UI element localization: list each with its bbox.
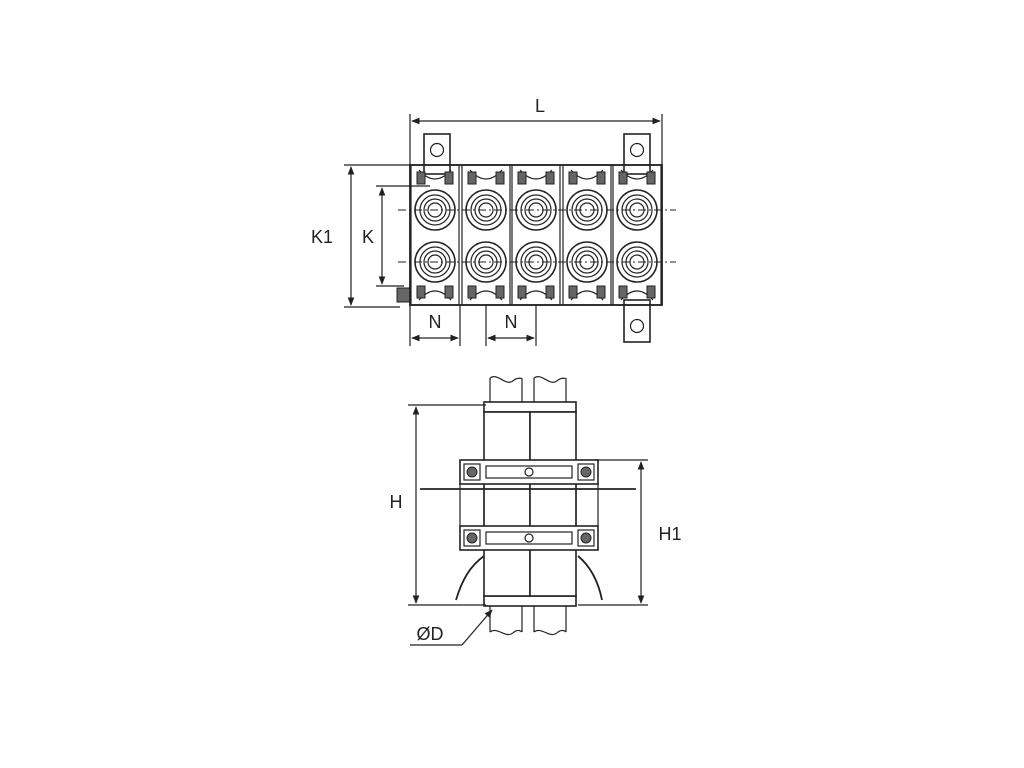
- label-K: K: [362, 227, 374, 247]
- label-L: L: [535, 96, 545, 116]
- support-leg-left: [455, 555, 485, 601]
- pipe-body-left: [483, 411, 531, 597]
- dimension-K1: K1: [311, 164, 410, 308]
- clamp-plate-lower: [459, 525, 599, 551]
- dimension-N-middle: N: [485, 305, 537, 346]
- clamp-side-right: [575, 484, 599, 526]
- mounting-tab-top-right: [623, 133, 651, 175]
- clamp-module-1: [410, 164, 460, 306]
- clamp-plate-upper: [459, 459, 599, 485]
- dimension-H: H: [390, 404, 486, 606]
- dimension-L: L: [409, 96, 663, 165]
- pipe-collar-bottom: [483, 595, 577, 607]
- bolt-upper-right: [577, 463, 595, 481]
- label-diameter-D: ØD: [417, 624, 444, 644]
- clamp-side-left: [459, 484, 485, 526]
- pipe-stub-bottom-right: [533, 606, 567, 636]
- support-leg-right: [577, 555, 603, 601]
- bolt-lower-left: [463, 529, 481, 547]
- label-N-middle: N: [505, 312, 518, 332]
- bolt-head-left: [396, 287, 412, 303]
- pipe-stub-top-right: [533, 376, 567, 402]
- clamp-module-2: [461, 164, 511, 306]
- label-N-left: N: [429, 312, 442, 332]
- dimension-N-left: N: [409, 305, 461, 346]
- dimension-H1: H1: [578, 459, 682, 606]
- clamp-module-3: [511, 164, 561, 306]
- side-view: [420, 376, 636, 636]
- pipe-stub-bottom-left: [489, 606, 523, 636]
- label-H1: H1: [658, 524, 681, 544]
- label-H: H: [390, 492, 403, 512]
- clamp-body-outline: [409, 164, 663, 306]
- pipe-stub-top-left: [489, 376, 523, 402]
- dimension-K: K: [362, 185, 430, 287]
- dimension-diameter-D: ØD: [410, 609, 493, 646]
- pipe-collar-top: [483, 401, 577, 413]
- mounting-tab-top-left: [423, 133, 451, 175]
- bolt-lower-right: [577, 529, 595, 547]
- bolt-upper-left: [463, 463, 481, 481]
- top-view: [396, 133, 676, 343]
- clamp-module-5: [612, 164, 662, 306]
- mounting-tab-bottom-right: [623, 299, 651, 343]
- label-K1: K1: [311, 227, 333, 247]
- clamp-module-4: [562, 164, 612, 306]
- pipe-body-right: [529, 411, 577, 597]
